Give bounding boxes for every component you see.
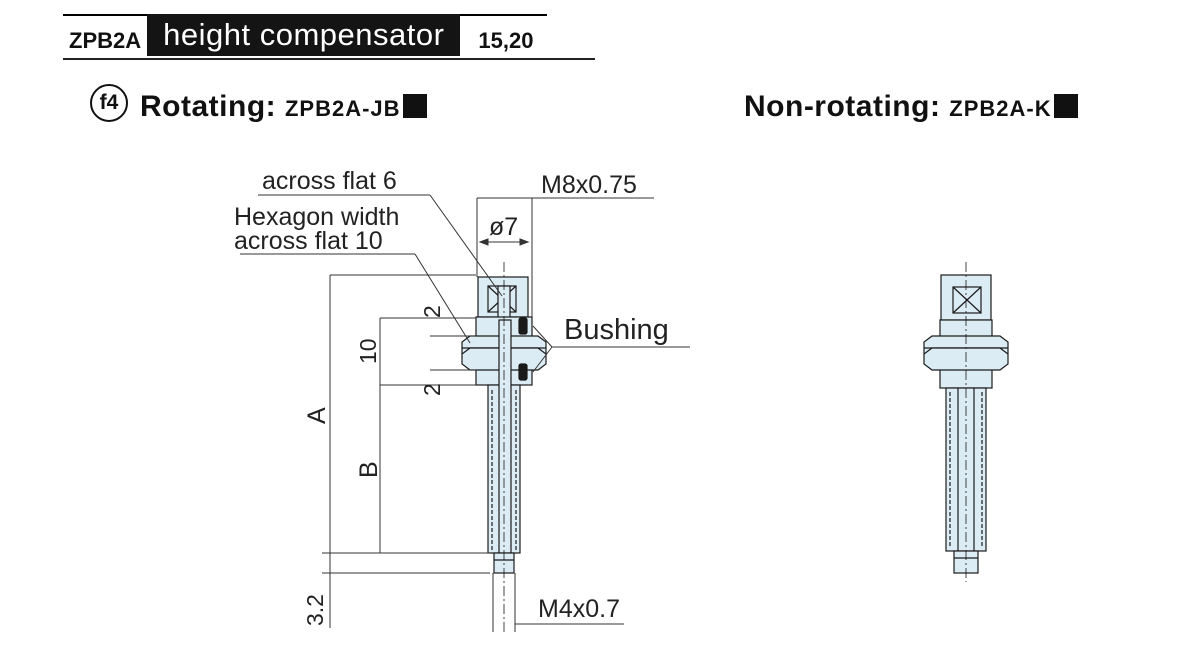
header-sizes: 15,20 <box>460 14 548 56</box>
non-rotating-label: Non-rotating: <box>744 90 941 123</box>
rotating-drawing <box>461 262 547 632</box>
section-badge: f4 <box>90 84 128 122</box>
header: ZPB2A height compensator 15,20 <box>63 14 548 56</box>
rotating-dimensions <box>240 194 690 632</box>
label-bushing: Bushing <box>564 314 669 346</box>
size-placeholder-box <box>402 94 427 118</box>
header-model: ZPB2A <box>63 14 148 56</box>
label-diameter: ø7 <box>489 213 518 241</box>
label-across-flat-10: across flat 10 <box>234 227 383 255</box>
label-thread-bottom: M4x0.7 <box>538 595 620 623</box>
label-dim-b: B <box>355 461 383 478</box>
header-title: height compensator <box>147 14 461 56</box>
rotating-label: Rotating: <box>140 90 277 123</box>
rotating-labels: across flat 6 Hexagon width across flat … <box>234 167 669 626</box>
nr-square-head-inner <box>952 286 982 314</box>
header-rule <box>63 58 595 60</box>
label-thread-top: M8x0.75 <box>541 171 637 199</box>
bushing-upper <box>518 317 528 335</box>
non-rotating-model: ZPB2A-K <box>949 96 1052 121</box>
label-dim-10: 10 <box>355 338 381 364</box>
label-dim-2-top: 2 <box>419 305 445 318</box>
rotating-heading: Rotating: ZPB2A-JB <box>140 90 427 124</box>
label-dim-a: A <box>303 407 331 424</box>
non-rotating-heading: Non-rotating: ZPB2A-K <box>744 90 1078 124</box>
label-dim-2-bottom: 2 <box>419 383 445 396</box>
label-across-flat-6: across flat 6 <box>262 167 397 195</box>
non-rotating-drawing <box>923 262 1009 582</box>
rotating-model: ZPB2A-JB <box>284 96 401 121</box>
bushing-lower <box>518 363 528 381</box>
inner-shaft <box>498 319 512 554</box>
size-placeholder-box <box>1053 94 1078 118</box>
label-hexagon-width: Hexagon width <box>234 203 399 231</box>
label-dim-3-2: 3.2 <box>302 594 328 626</box>
